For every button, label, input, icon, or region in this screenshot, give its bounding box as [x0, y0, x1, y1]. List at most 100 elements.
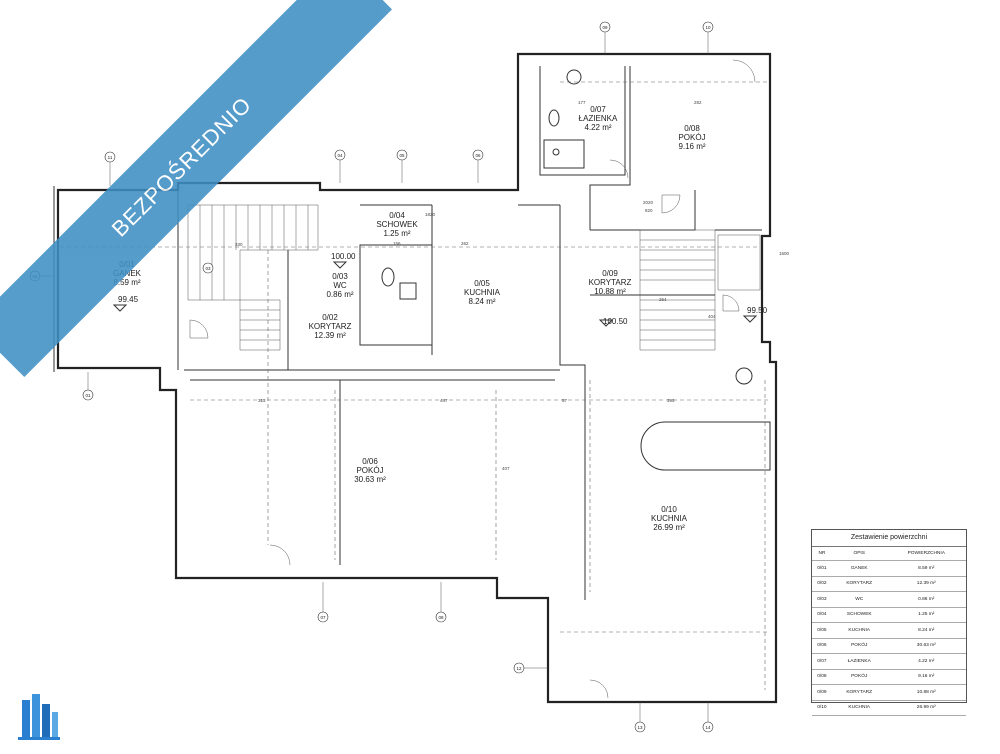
cell-area: 9.16 m² — [886, 669, 966, 685]
svg-text:04: 04 — [337, 153, 343, 158]
svg-text:11: 11 — [108, 155, 113, 160]
axis-marker-11: 11 — [104, 151, 116, 186]
dim-1600: 1600 — [779, 251, 790, 256]
dim-330: 330 — [235, 242, 243, 247]
room-0-02-id: 0/02 — [322, 313, 338, 322]
cell-nr: 0/04 — [812, 607, 832, 623]
room-0-09-name: KORYTARZ — [589, 278, 632, 287]
area-summary-title: Zestawienie powierzchni — [812, 530, 966, 547]
dim-313: 313 — [258, 398, 266, 403]
cell-opis: KUCHNIA — [831, 700, 887, 716]
level-99-45: 99.45 — [118, 295, 139, 304]
cell-area: 12.39 m² — [886, 576, 966, 592]
svg-text:09: 09 — [602, 25, 608, 30]
cell-nr: 0/08 — [812, 669, 832, 685]
room-0-02-name: KORYTARZ — [309, 322, 352, 331]
cell-nr: 0/07 — [812, 653, 832, 670]
axis-marker-05: 05 — [396, 149, 408, 183]
axis-marker-14: 14 — [702, 702, 714, 733]
stairs-left — [187, 204, 319, 351]
axis-marker-10: 10 — [702, 21, 714, 54]
svg-text:05: 05 — [399, 153, 405, 158]
dim-395: 395 — [667, 398, 675, 403]
room-0-10-area: 26.99 m² — [653, 523, 685, 532]
room-0-07-area: 4.22 m² — [584, 123, 611, 132]
room-0-06-area: 30.63 m² — [354, 475, 386, 484]
bathroom-fixtures — [381, 69, 753, 385]
svg-text:12: 12 — [516, 666, 522, 671]
room-0-05-name: KUCHNIA — [464, 288, 501, 297]
cell-opis: SCHOWEK — [831, 607, 887, 623]
svg-text:06: 06 — [475, 153, 481, 158]
cell-area: 8.24 m² — [886, 622, 966, 639]
room-0-08-area: 9.16 m² — [678, 142, 705, 151]
svg-text:07: 07 — [320, 615, 326, 620]
room-0-04-name: SCHOWEK — [376, 220, 418, 229]
door-swings — [189, 59, 756, 699]
cell-area: 0.86 m² — [886, 591, 966, 608]
cell-area: 4.22 m² — [886, 653, 966, 670]
svg-text:10: 10 — [705, 25, 711, 30]
room-0-08-name: POKÓJ — [678, 133, 705, 142]
cell-area: 8.59 m² — [886, 560, 966, 577]
axis-marker-07: 07 — [317, 582, 329, 623]
svg-text:03: 03 — [205, 266, 211, 271]
dim-57: 57 — [562, 398, 568, 403]
cell-area: 30.63 m² — [886, 638, 966, 654]
dim-1820: 1820 — [425, 212, 436, 217]
svg-text:01: 01 — [85, 393, 91, 398]
dim-2020: 2020 — [643, 200, 654, 205]
level-markers: 100.00 99.45 100.50 99.50 — [112, 252, 768, 327]
axis-marker-03: 03 — [202, 262, 214, 274]
cell-opis: GANEK — [831, 560, 887, 577]
room-0-09-id: 0/09 — [602, 269, 618, 278]
cell-opis: KORYTARZ — [831, 576, 887, 592]
cell-opis: KUCHNIA — [831, 622, 887, 639]
room-0-03-area: 0.86 m² — [326, 290, 353, 299]
axis-marker-09: 09 — [599, 21, 611, 54]
room-0-10-id: 0/10 — [661, 505, 677, 514]
stairs-right — [639, 229, 761, 351]
dim-262: 262 — [461, 241, 469, 246]
level-100-00: 100.00 — [331, 252, 356, 261]
dim-282: 282 — [694, 100, 702, 105]
cell-opis: WC — [831, 591, 887, 608]
room-0-02-area: 12.39 m² — [314, 331, 346, 340]
dim-177: 177 — [578, 100, 586, 105]
table-header-row: NR OPIS POWIERZCHNIA — [812, 547, 966, 561]
header-nr: NR — [812, 547, 832, 561]
room-0-07-id: 0/07 — [590, 105, 606, 114]
kitchen-island — [640, 421, 771, 471]
room-0-03-name: WC — [333, 281, 347, 290]
axis-marker-12: 12 — [513, 662, 548, 674]
room-0-04-id: 0/04 — [389, 211, 405, 220]
header-powierzchnia: POWIERZCHNIA — [886, 547, 966, 561]
dim-407: 407 — [502, 466, 510, 471]
svg-text:13: 13 — [637, 725, 643, 730]
cell-nr: 0/06 — [812, 638, 832, 654]
cell-opis: KORYTARZ — [831, 684, 887, 701]
company-logo — [18, 694, 60, 740]
header-opis: OPIS — [831, 547, 887, 561]
room-0-03-id: 0/03 — [332, 272, 348, 281]
exterior-walls — [53, 52, 778, 704]
level-99-50: 99.50 — [747, 306, 768, 315]
dim-447: 447 — [440, 398, 448, 403]
room-0-07-name: ŁAZIENKA — [579, 114, 618, 123]
area-summary-table: Zestawienie powierzchni NR OPIS POWIERZC… — [811, 529, 967, 716]
cell-nr: 0/05 — [812, 622, 832, 639]
cell-nr: 0/09 — [812, 684, 832, 701]
room-0-04-area: 1.25 m² — [383, 229, 410, 238]
axis-marker-04: 04 — [334, 149, 346, 183]
dim-254: 254 — [659, 297, 667, 302]
